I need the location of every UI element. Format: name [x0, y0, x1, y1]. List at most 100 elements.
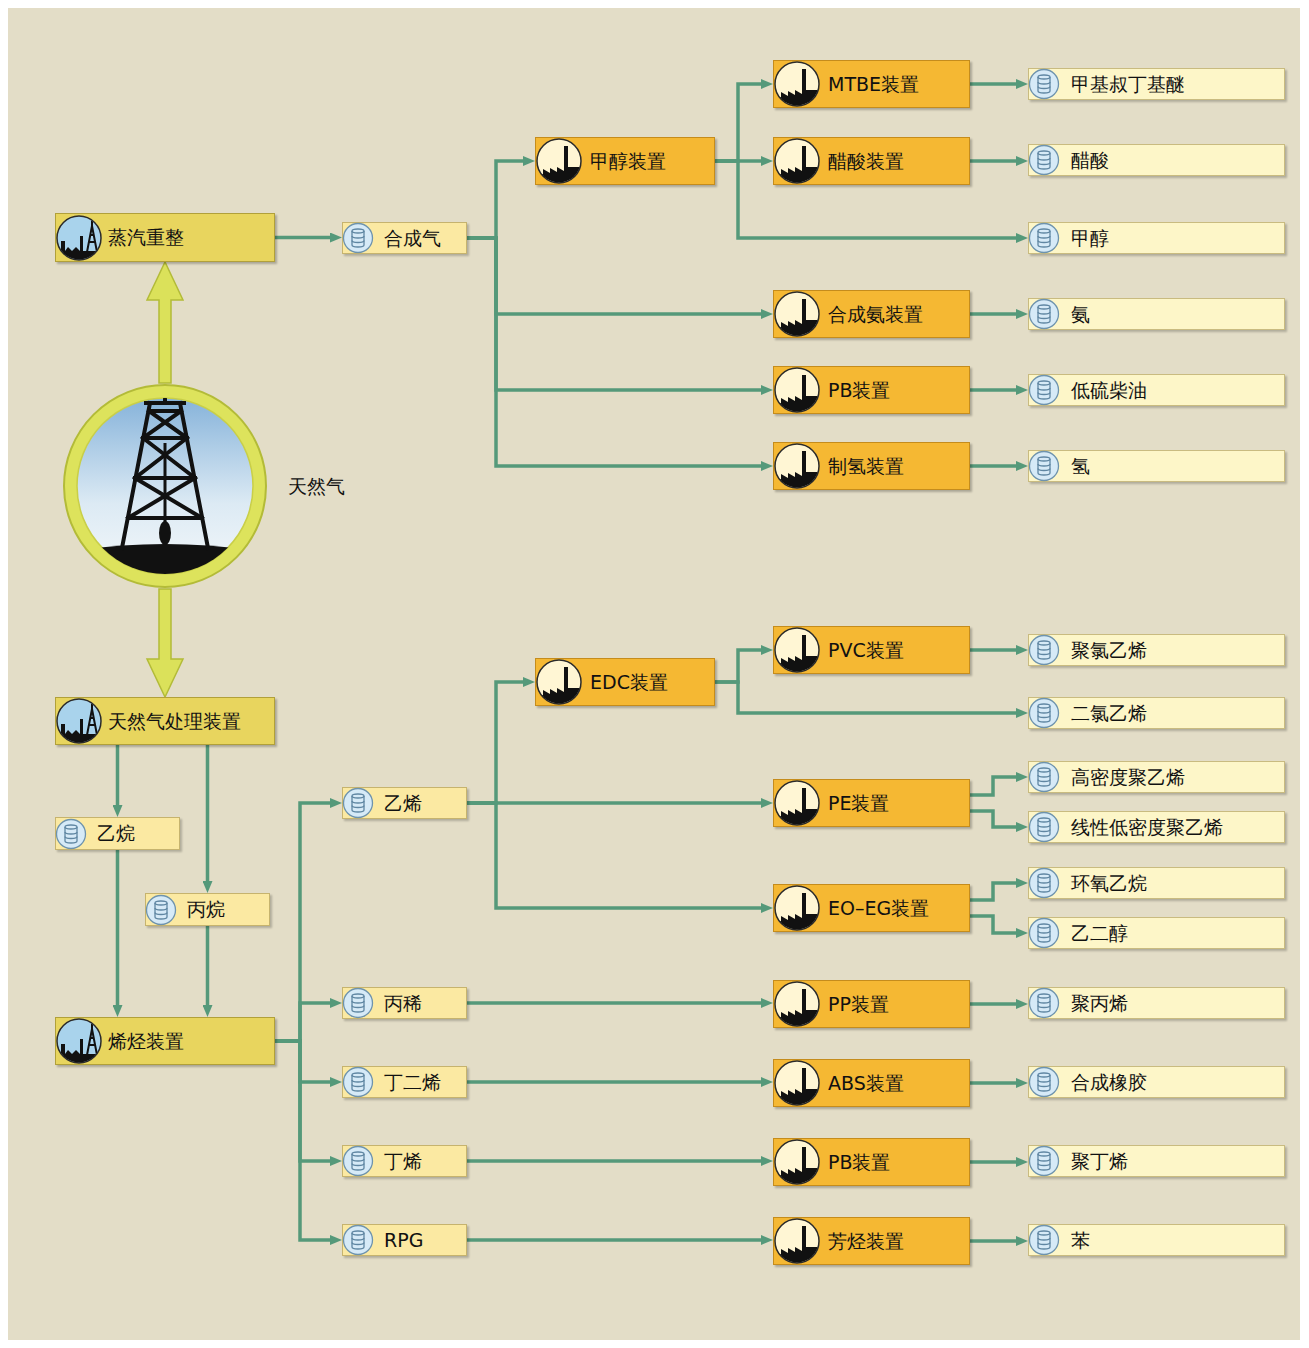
product-box: 聚丁烯	[1028, 1145, 1285, 1177]
plant-unit: 制氢装置	[773, 442, 970, 490]
flow-connector	[467, 1080, 765, 1084]
flow-connector	[970, 777, 1020, 795]
node-icon	[773, 779, 821, 827]
node-icon	[1028, 811, 1060, 843]
node-label: PE装置	[828, 792, 889, 815]
flow-connector	[467, 682, 527, 803]
flow-connector	[116, 850, 120, 1009]
product-box: 聚丙烯	[1028, 987, 1285, 1019]
node-label: EDC装置	[590, 671, 668, 694]
node-icon	[1028, 761, 1060, 793]
node-label: 合成气	[384, 227, 441, 250]
plant-unit: EDC装置	[535, 658, 715, 706]
product-box: 低硫柴油	[1028, 374, 1285, 406]
node-icon	[535, 137, 583, 185]
plant-unit: 芳烃装置	[773, 1217, 970, 1265]
product-box: 甲醇	[1028, 222, 1285, 254]
node-label: 丙烷	[187, 898, 225, 921]
product-box: 高密度聚乙烯	[1028, 761, 1285, 793]
node-label: 线性低密度聚乙烯	[1071, 816, 1223, 839]
feed-arrow	[147, 589, 183, 697]
flow-connector	[275, 1041, 334, 1240]
node-label: 醋酸	[1071, 149, 1109, 172]
node-icon	[342, 1066, 374, 1098]
node-icon	[1028, 1066, 1060, 1098]
flow-connector	[467, 801, 765, 805]
plant-unit: PP装置	[773, 980, 970, 1028]
node-icon	[342, 987, 374, 1019]
flow-connector	[970, 312, 1020, 316]
node-label: 丁二烯	[384, 1071, 441, 1094]
flow-connector	[275, 803, 334, 1041]
product-box: 氢	[1028, 450, 1285, 482]
node-icon	[1028, 697, 1060, 729]
node-label: RPG	[384, 1229, 423, 1252]
node-label: 烯烃装置	[108, 1030, 184, 1053]
node-label: 合成氨装置	[828, 303, 923, 326]
flow-connector	[970, 916, 1020, 933]
node-icon	[1028, 1145, 1060, 1177]
flow-connector	[970, 464, 1020, 468]
node-icon	[1028, 917, 1060, 949]
node-icon	[1028, 68, 1060, 100]
flow-connector	[715, 650, 765, 682]
flow-connector	[467, 238, 765, 390]
intermediate-product: 乙烷	[55, 817, 180, 850]
flow-connector	[116, 745, 120, 809]
plant-unit: 醋酸装置	[773, 137, 970, 185]
node-label: 二氯乙烯	[1071, 702, 1147, 725]
node-icon	[773, 1217, 821, 1265]
flow-connector	[970, 159, 1020, 163]
intermediate-product: 丙烷	[145, 893, 270, 926]
flow-connector	[275, 1003, 334, 1041]
product-box: 氨	[1028, 298, 1285, 330]
node-icon	[342, 1145, 374, 1177]
flow-connector	[970, 811, 1020, 827]
plant-unit: 合成氨装置	[773, 290, 970, 338]
node-label: 苯	[1071, 1229, 1090, 1252]
node-icon	[1028, 987, 1060, 1019]
node-label: 氨	[1071, 303, 1090, 326]
node-icon	[535, 658, 583, 706]
node-label: 合成橡胶	[1071, 1071, 1147, 1094]
product-box: 醋酸	[1028, 144, 1285, 176]
node-label: 低硫柴油	[1071, 379, 1147, 402]
node-icon	[55, 214, 103, 262]
node-icon	[773, 1138, 821, 1186]
node-icon	[773, 137, 821, 185]
product-box: 环氧乙烷	[1028, 867, 1285, 899]
node-label: 蒸汽重整	[108, 226, 184, 249]
flow-connector	[275, 1041, 334, 1161]
node-icon	[342, 222, 374, 254]
node-label: PP装置	[828, 993, 889, 1016]
node-label: 高密度聚乙烯	[1071, 766, 1185, 789]
node-label: 甲基叔丁基醚	[1071, 73, 1185, 96]
plant-unit: ABS装置	[773, 1059, 970, 1107]
flow-connector	[467, 161, 527, 238]
node-icon	[145, 894, 177, 926]
node-icon	[55, 1017, 103, 1065]
node-icon	[773, 366, 821, 414]
flow-connector	[467, 1238, 765, 1242]
flow-connector	[467, 238, 765, 314]
flow-connector	[467, 803, 765, 908]
node-icon	[1028, 374, 1060, 406]
node-icon	[773, 626, 821, 674]
node-label: 乙二醇	[1071, 922, 1128, 945]
node-icon	[773, 442, 821, 490]
flow-connector	[970, 883, 1020, 900]
node-label: MTBE装置	[828, 73, 919, 96]
node-label: 聚丁烯	[1071, 1150, 1128, 1173]
intermediate-product: 丙稀	[342, 987, 467, 1019]
node-icon	[55, 697, 103, 745]
product-box: 二氯乙烯	[1028, 697, 1285, 729]
node-label: PVC装置	[828, 639, 904, 662]
flow-connector	[970, 388, 1020, 392]
intermediate-product: 丁烯	[342, 1145, 467, 1177]
gas-well-illustration	[62, 383, 268, 589]
flow-connector	[970, 82, 1020, 86]
plant-unit: PB装置	[773, 366, 970, 414]
intermediate-product: 合成气	[342, 222, 467, 254]
flow-connector	[467, 1001, 765, 1005]
node-icon	[1028, 450, 1060, 482]
